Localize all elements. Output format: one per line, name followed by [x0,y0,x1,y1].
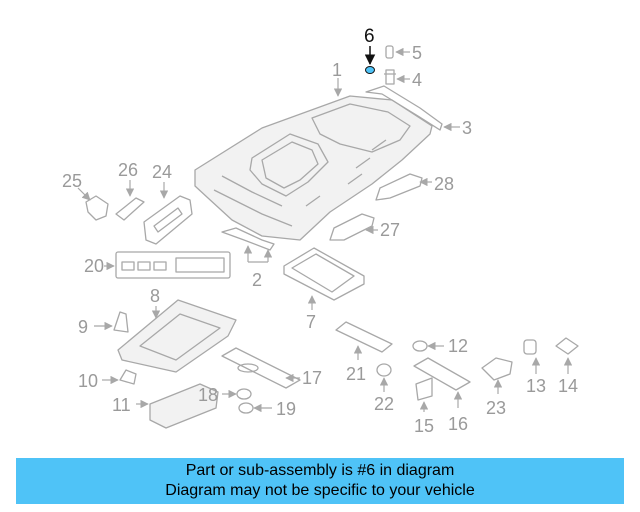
callout-7: 7 [306,312,316,332]
part-27-grip-handle [329,213,375,241]
part-8-overhead-console [117,299,237,373]
part-12-clip [412,340,428,352]
part-23-cover [481,357,513,381]
banner-line-2: Diagram may not be specific to your vehi… [165,482,475,499]
callout-3: 3 [462,118,472,138]
part-22-knob [376,363,392,377]
callout-6: 6 [364,26,375,47]
callout-17: 17 [302,368,322,388]
callout-16: 16 [448,414,468,434]
callout-21: 21 [346,364,366,384]
callout-20: 20 [84,256,104,276]
callout-25: 25 [62,171,82,191]
callout-12: 12 [448,336,468,356]
part-20-console [115,251,231,279]
callout-5: 5 [412,43,422,63]
callout-13: 13 [526,376,546,396]
part-9-pin [113,311,129,333]
part-11-case [149,383,219,429]
callout-4: 4 [412,70,422,90]
part-15-bracket [415,377,433,401]
callout-22: 22 [374,394,394,414]
callout-19: 19 [276,399,296,419]
headliner-part [194,95,433,241]
callout-8: 8 [150,286,160,306]
part-5-screw [385,45,394,59]
part-16-trim [413,357,471,391]
callout-10: 10 [78,371,98,391]
callout-11: 11 [112,395,131,415]
callout-26: 26 [118,160,138,180]
part-24-sun-visor [143,195,193,245]
callout-14: 14 [558,376,578,396]
part-19-nut [238,402,254,414]
part-7-sunshade [283,247,365,301]
part-18-cap [236,388,252,400]
callout-24: 24 [152,162,172,182]
parts-diagram: 1 6 5 4 3 28 27 25 26 [62,26,579,436]
callout-23: 23 [486,398,506,418]
part-26-visor-clip [115,197,145,221]
part-6-clip [365,66,375,74]
callout-27: 27 [380,220,400,240]
part-14-socket [555,337,579,355]
part-17-pad [221,347,301,389]
part-2-harness [221,227,275,251]
callout-1: 1 [332,60,342,80]
callout-15: 15 [414,416,434,436]
callout-28: 28 [434,174,454,194]
part-13-bulb [523,339,537,355]
callout-18: 18 [198,385,218,405]
callout-2: 2 [252,270,262,290]
part-25-bracket [85,195,109,221]
info-banner: Part or sub-assembly is #6 in diagram Di… [16,458,624,504]
part-21-plate [335,321,393,353]
part-28-grip-handle [375,173,423,201]
part-4-clip [384,69,396,85]
part-3-rail [365,85,443,131]
callout-9: 9 [78,317,88,337]
part-10-bracket [119,369,137,385]
banner-line-1: Part or sub-assembly is #6 in diagram [185,462,455,479]
